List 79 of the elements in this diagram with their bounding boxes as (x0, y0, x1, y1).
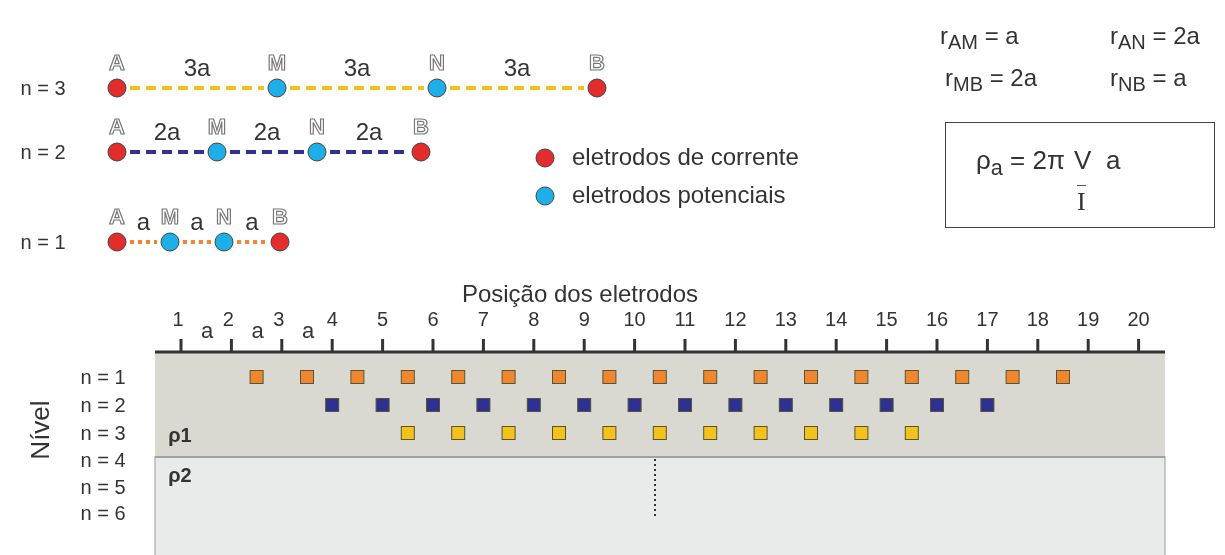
connecting-line (230, 150, 304, 154)
tick-label: 1 (172, 309, 184, 329)
tick-label: 13 (774, 309, 797, 329)
electrode (104, 206, 130, 252)
level-label: n = 4 (80, 450, 126, 470)
level-label: n = 1 (80, 367, 126, 387)
tick-label: 5 (377, 309, 389, 329)
axis-title: Posição dos eletrodos (461, 282, 699, 306)
electrode-letter: B (271, 206, 289, 228)
level-label: n = 3 (20, 78, 66, 98)
electrode-letter: N (308, 116, 326, 138)
level-label: n = 5 (80, 477, 126, 497)
tick-label: 3 (273, 309, 285, 329)
electrode (204, 116, 230, 162)
electrode-letter: M (266, 52, 288, 74)
tick-label: 8 (528, 309, 540, 329)
connecting-line (130, 150, 204, 154)
electrode-letter: A (108, 52, 126, 74)
electrode-letter: A (108, 206, 126, 228)
electrode (424, 52, 450, 98)
level-label: n = 3 (80, 423, 126, 443)
formula-text: r$_{AN}$ = 2a (1110, 23, 1200, 53)
tick-label: 4 (326, 309, 338, 329)
connecting-line (130, 240, 157, 244)
level-label: n = 6 (80, 503, 126, 523)
tick-label: 20 (1127, 309, 1150, 329)
electrode-letter: M (206, 116, 228, 138)
tick-label: 18 (1026, 309, 1049, 329)
axis-title: Nível (27, 400, 53, 460)
formula-text: ρ$_{a}$ = 2π (976, 147, 1065, 179)
electrode-letter: N (428, 52, 446, 74)
tick-label: 12 (724, 309, 747, 329)
level-label: n = 2 (80, 395, 126, 415)
layer-label: ρ1 (168, 425, 192, 445)
connecting-line (237, 240, 267, 244)
electrode (104, 52, 130, 98)
tick-label: 14 (825, 309, 848, 329)
electrode (157, 206, 183, 252)
spacing-label: a (301, 320, 315, 342)
formula-text: r$_{MB}$ = 2a (945, 65, 1038, 95)
tick-label: 19 (1077, 309, 1100, 329)
tick-label: 2 (222, 309, 234, 329)
connecting-line (183, 240, 211, 244)
level-label: n = 2 (20, 142, 66, 162)
formula-denominator: I (1077, 185, 1086, 215)
tick-label: 15 (875, 309, 898, 329)
formula-box (945, 122, 1215, 228)
formula-text: r$_{NB}$ = a (1110, 65, 1187, 95)
electrode-letter: N (215, 206, 233, 228)
electrode (304, 116, 330, 162)
electrode (264, 52, 290, 98)
connecting-line (450, 86, 584, 90)
electrode (104, 116, 130, 162)
tick-label: 9 (578, 309, 590, 329)
spacing-label: a (201, 320, 214, 342)
electrode-letter: A (108, 116, 126, 138)
electrode-letter: M (159, 206, 181, 228)
formula-text: r$_{AM}$ = a (940, 23, 1019, 53)
connecting-line (290, 86, 424, 90)
tick-label: 6 (427, 309, 439, 329)
electrode (267, 206, 293, 252)
connecting-line (130, 86, 264, 90)
electrode-letter: B (588, 52, 606, 74)
tick-label: 11 (674, 309, 696, 329)
electrode (584, 52, 610, 98)
tick-label: 16 (925, 309, 949, 329)
tick-label: 17 (976, 309, 999, 329)
tick-label: 10 (623, 309, 646, 329)
legend-text: eletrodos de corrente (572, 145, 799, 169)
electrode-letter: B (412, 116, 430, 138)
spacing-label: a (251, 320, 264, 342)
electrode (211, 206, 237, 252)
level-label: n = 1 (20, 232, 66, 252)
layer-label: ρ2 (168, 465, 192, 485)
tick-label: 7 (477, 309, 489, 329)
legend-text: eletrodos potenciais (572, 183, 786, 207)
electrode (408, 116, 434, 162)
formula-text: a (1106, 147, 1121, 173)
formula-numerator: V (1074, 147, 1092, 173)
